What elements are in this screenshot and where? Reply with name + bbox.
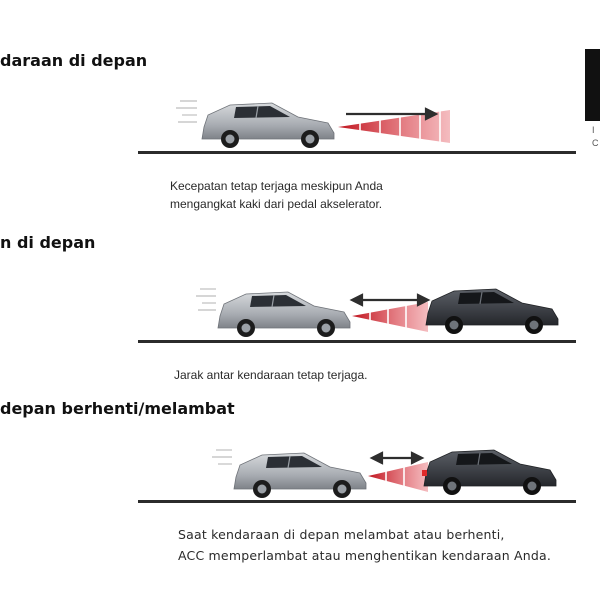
radar-beam bbox=[338, 102, 450, 153]
own-vehicle-silver bbox=[217, 291, 351, 337]
caption-line: Saat kendaraan di depan melambat atau be… bbox=[178, 527, 505, 542]
forward-arrow bbox=[346, 107, 439, 121]
distance-arrow bbox=[349, 293, 431, 307]
distance-arrow bbox=[369, 451, 425, 465]
road-line bbox=[138, 340, 576, 343]
lead-vehicle-dark bbox=[422, 449, 557, 495]
side-panel-letter: I bbox=[592, 125, 595, 135]
side-panel-block bbox=[585, 49, 600, 121]
section-1-caption: Kecepatan tetap terjaga meskipun Anda me… bbox=[170, 177, 383, 213]
speed-lines bbox=[212, 449, 232, 465]
radar-beam bbox=[352, 298, 428, 338]
speed-lines bbox=[176, 100, 197, 123]
radar-beam bbox=[368, 461, 428, 493]
section-3-heading: depan berhenti/melambat bbox=[0, 399, 235, 418]
road-line bbox=[138, 500, 576, 503]
road-line bbox=[138, 151, 576, 154]
caption-line: mengangkat kaki dari pedal akselerator. bbox=[170, 197, 383, 211]
own-vehicle-silver bbox=[233, 452, 367, 498]
side-panel-letter: C bbox=[592, 138, 599, 148]
lead-vehicle-dark bbox=[425, 288, 559, 334]
section-3-caption: Saat kendaraan di depan melambat atau be… bbox=[178, 524, 551, 566]
caption-line: ACC memperlambat atau menghentikan kenda… bbox=[178, 548, 552, 563]
section-2-heading: n di depan bbox=[0, 233, 96, 252]
section-2-caption: Jarak antar kendaraan tetap terjaga. bbox=[174, 366, 367, 384]
caption-line: Jarak antar kendaraan tetap terjaga. bbox=[174, 368, 368, 382]
caption-line: Kecepatan tetap terjaga meskipun Anda bbox=[170, 179, 383, 193]
speed-lines bbox=[196, 288, 216, 311]
own-vehicle-silver bbox=[201, 102, 335, 148]
section-1-heading: daraan di depan bbox=[0, 51, 148, 70]
